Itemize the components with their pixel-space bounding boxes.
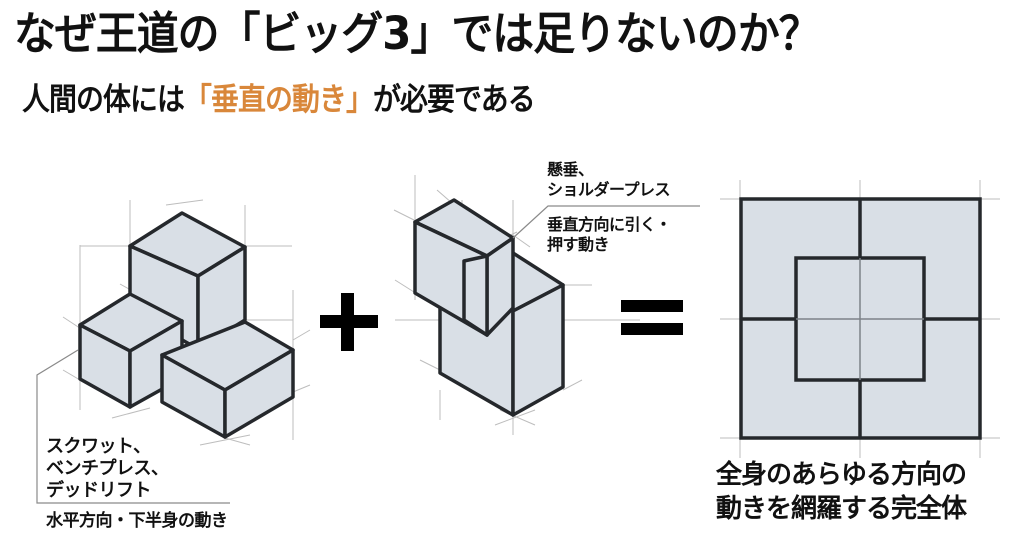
subtitle-prefix: 人間の体には (22, 82, 185, 118)
complete-body-line-1: 全身のあらゆる方向の (716, 460, 967, 490)
big3-cubes-illustration (36, 199, 311, 504)
subtitle-suffix: が必要である (373, 82, 536, 118)
horizontal-movement-label: 水平方向・下半身の動き (46, 511, 228, 531)
complete-body-illustration (720, 180, 1000, 458)
equals-sign (621, 300, 683, 335)
vertical-movement-line-2: 押す動き (547, 235, 610, 254)
complete-body-line-2: 動きを網羅する完全体 (716, 494, 967, 524)
exercise-shoulder-press: ショルダープレス (547, 180, 671, 199)
exercise-bench-press: ベンチプレス、 (46, 458, 169, 479)
vertical-movement-illustration (393, 175, 700, 435)
leader-line-middle (512, 205, 700, 239)
leader-line-left (36, 349, 230, 504)
page-subtitle: 人間の体には「垂直の動き」が必要である (22, 80, 536, 120)
tall-cube-right-face (196, 245, 247, 351)
upper-block-inner-face (462, 254, 489, 337)
big3-exercises-label: スクワット、 ベンチプレス、 デッドリフト (46, 436, 169, 502)
exercise-pullup: 懸垂、 (547, 160, 594, 179)
exercise-deadlift: デッドリフト (46, 480, 151, 501)
vertical-movement-label: 垂直方向に引く・ 押す動き (547, 215, 672, 255)
complete-body-label: 全身のあらゆる方向の 動きを網羅する完全体 (716, 458, 967, 526)
plus-sign (320, 293, 378, 351)
inner-crosshair (796, 258, 924, 380)
exercise-squat: スクワット、 (46, 436, 151, 457)
lower-block-right-face (511, 283, 565, 417)
vertical-exercises-label: 懸垂、 ショルダープレス (547, 160, 671, 200)
subtitle-accent: 「垂直の動き」 (184, 82, 374, 118)
vertical-movement-line-1: 垂直方向に引く・ (547, 215, 672, 234)
page-title: なぜ王道の「ビッグ3」では足りないのか？ (14, 7, 821, 60)
wide-box-right-face (223, 348, 295, 439)
